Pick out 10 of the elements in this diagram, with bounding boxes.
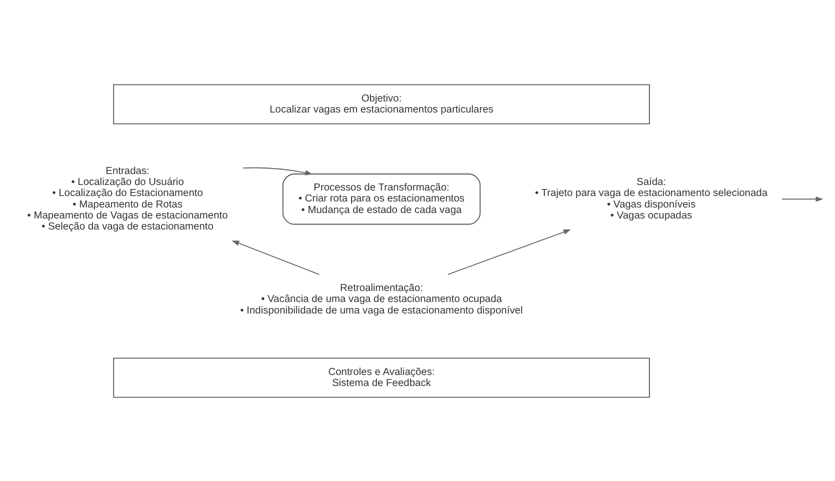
arrow [242, 166, 313, 175]
arrow [232, 240, 320, 274]
arrow [782, 196, 824, 202]
arrow [448, 228, 571, 274]
node-text: Entradas: • Localização do Usuário • Localização do Estacionamento • Mapeamento de Rotas • Mapeamento de Vagas de estacionamento • Seleção da vaga de estacionamento [27, 165, 228, 232]
node-text: Retroalimentação: • Vacância de uma vaga de estacionamento ocupada • Indisponibilidade de uma vaga de estacionamento disponível [240, 282, 523, 316]
node-text: Saída: • Trajeto para vaga de estacionamento selecionada • Vagas disponíveis • Vagas ocupadas [535, 176, 768, 221]
node-box: Controles e Avaliações: Sistema de Feedback [113, 357, 650, 398]
node-box: Processos de Transformação: • Criar rota para os estacionamentos • Mudança de estado de cada vaga [282, 173, 481, 224]
node-box: Objetivo: Localizar vagas em estacionamentos particulares [113, 84, 650, 124]
